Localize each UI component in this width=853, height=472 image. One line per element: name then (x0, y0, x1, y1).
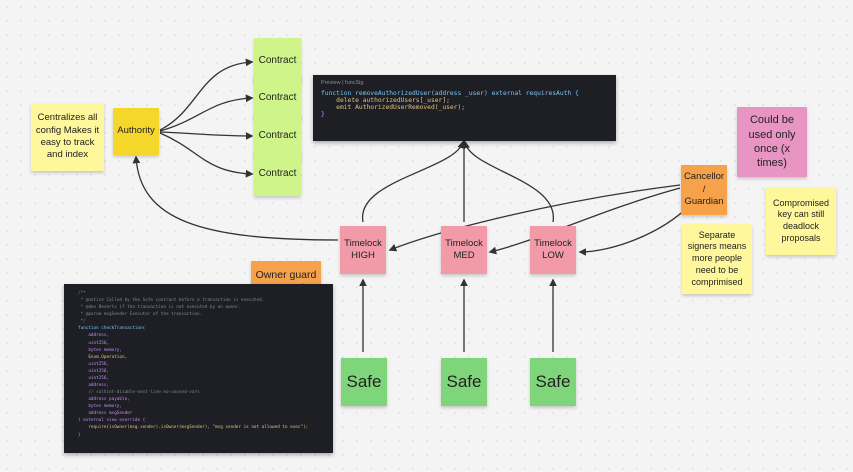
code-bottom-line-4: * @param msgSender Executor of the trans… (78, 312, 203, 318)
code-bottom-line-2: * @notice Called by the Safe contract be… (78, 298, 265, 304)
code-bottom-line-8: uint256, (78, 340, 110, 346)
note-separate-signers-text: Separate signers means more people need … (687, 229, 747, 287)
note-timelock-high-text: Timelock HIGH (344, 237, 382, 261)
arrow-timelock-high-code (362, 140, 466, 223)
note-safe-2: Safe (441, 358, 487, 406)
code-bottom-line-9: bytes memory, (78, 347, 122, 353)
arrow-timelock-low-code (462, 140, 554, 223)
code-bottom-line-13: uint256, (78, 375, 110, 381)
code-top-line-2: delete authorizedUsers[_user]; (321, 97, 450, 104)
code-top-line-4: } (321, 111, 325, 118)
note-centralize-text: Centralizes all config Makes it easy to … (35, 112, 100, 161)
arrow-authority-contract-3 (159, 131, 254, 140)
code-bottom-line-21: } (78, 432, 81, 438)
note-authority-text: Authority (117, 125, 155, 137)
note-timelock-high: Timelock HIGH (340, 226, 386, 274)
note-safe-1-text: Safe (346, 371, 382, 391)
note-contract-4-text: Contract (258, 168, 297, 179)
note-safe-3: Safe (530, 358, 576, 406)
note-authority: Authority (113, 108, 159, 155)
code-bottom-line-3: * @dev Reverts if the transaction is not… (78, 305, 241, 311)
note-timelock-low: Timelock LOW (530, 226, 576, 274)
code-bottom-line-14: address, (78, 383, 110, 389)
arrow-cancellor-high (388, 184, 681, 252)
code-top-line-1: function removeAuthorizedUser(address _u… (321, 90, 579, 97)
arrow-authority-contract-1 (159, 58, 254, 131)
note-contract-3-text: Contract (258, 130, 297, 141)
code-bottom-line-18: address msgSender (78, 411, 133, 417)
note-timelock-med-text: Timelock MED (445, 237, 483, 261)
note-centralize: Centralizes all config Makes it easy to … (31, 103, 104, 171)
note-safe-1: Safe (341, 358, 387, 406)
note-compromised: Compromised key can still deadlock propo… (766, 187, 836, 255)
code-top-line-3: emit AuthorizedUserRemoved(_user); (321, 104, 466, 111)
note-separate-signers: Separate signers means more people need … (682, 224, 752, 294)
code-block-top: Preview | funcSig function removeAuthori… (313, 75, 616, 141)
note-contract-4: Contract (254, 151, 301, 196)
arrow-cancellor-med (488, 187, 681, 255)
code-top-header: Preview | funcSig (321, 80, 364, 86)
note-could-be-used: Could be used only once (x times) (737, 107, 807, 177)
note-compromised-text: Compromised key can still deadlock propo… (772, 197, 830, 243)
note-cancellor-text: Cancellor / Guardian (683, 171, 725, 208)
note-contract-2: Contract (254, 75, 301, 120)
code-bottom-line-1: /** (78, 291, 86, 296)
arrow-authority-contract-2 (159, 94, 254, 132)
arrow-timelock-authority (132, 155, 339, 241)
code-bottom-line-16: address payable, (78, 397, 130, 403)
code-bottom-line-10: Enum.Operation, (78, 354, 128, 360)
code-bottom-line-12: uint256, (78, 368, 110, 374)
note-contract-2-text: Contract (258, 92, 297, 103)
code-bottom-line-11: uint256, (78, 361, 110, 367)
code-bottom-line-5: */ (78, 319, 86, 325)
code-block-bottom: /** * @notice Called by the Safe contrac… (64, 284, 333, 453)
code-bottom-line-6: function checkTransaction( (78, 326, 146, 332)
note-safe-3-text: Safe (535, 371, 571, 391)
note-could-be-used-text: Could be used only once (x times) (748, 114, 796, 170)
code-bottom-line-20: require(isOwner(msg.sender).isOwner(msgS… (78, 425, 309, 431)
code-bottom-line-7: address, (78, 333, 110, 339)
arrow-cancellor-low (578, 204, 691, 256)
note-timelock-low-text: Timelock LOW (534, 237, 572, 261)
note-timelock-med: Timelock MED (441, 226, 487, 274)
code-bottom-line-15: // solhint-disable-next-line no-unused-v… (78, 390, 200, 396)
note-contract-1-text: Contract (258, 55, 297, 66)
note-cancellor: Cancellor / Guardian (681, 165, 727, 215)
note-safe-2-text: Safe (446, 371, 482, 391)
code-bottom-line-17: bytes memory, (78, 404, 122, 410)
code-bottom-line-19: ) external view override { (78, 418, 146, 424)
note-contract-3: Contract (254, 113, 301, 158)
arrow-authority-contract-4 (159, 132, 254, 178)
